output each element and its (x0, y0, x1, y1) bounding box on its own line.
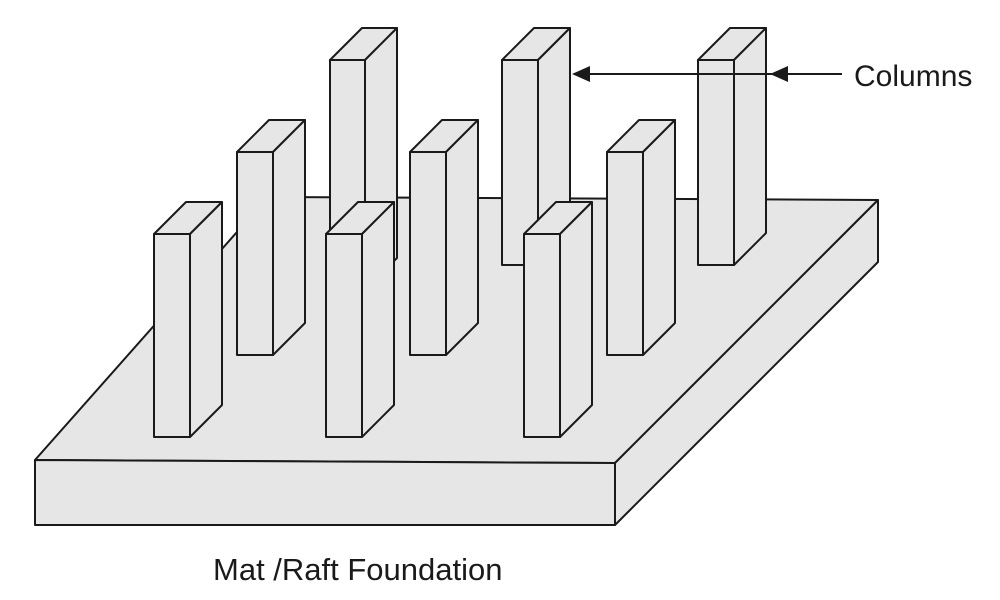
column (409, 119, 479, 356)
column (523, 201, 593, 438)
column (325, 201, 395, 438)
column (153, 201, 223, 438)
mat-slab-front-face (34, 459, 616, 526)
column (236, 119, 306, 356)
mat-slab-right-face (614, 199, 879, 526)
column (606, 119, 676, 356)
arrowhead (572, 66, 590, 82)
column (501, 27, 571, 266)
arrowhead (770, 66, 788, 82)
column (697, 27, 767, 266)
columns-label: Columns (854, 60, 972, 93)
diagram-caption: Mat /Raft Foundation (213, 552, 503, 587)
columns-leader-line (572, 66, 842, 82)
